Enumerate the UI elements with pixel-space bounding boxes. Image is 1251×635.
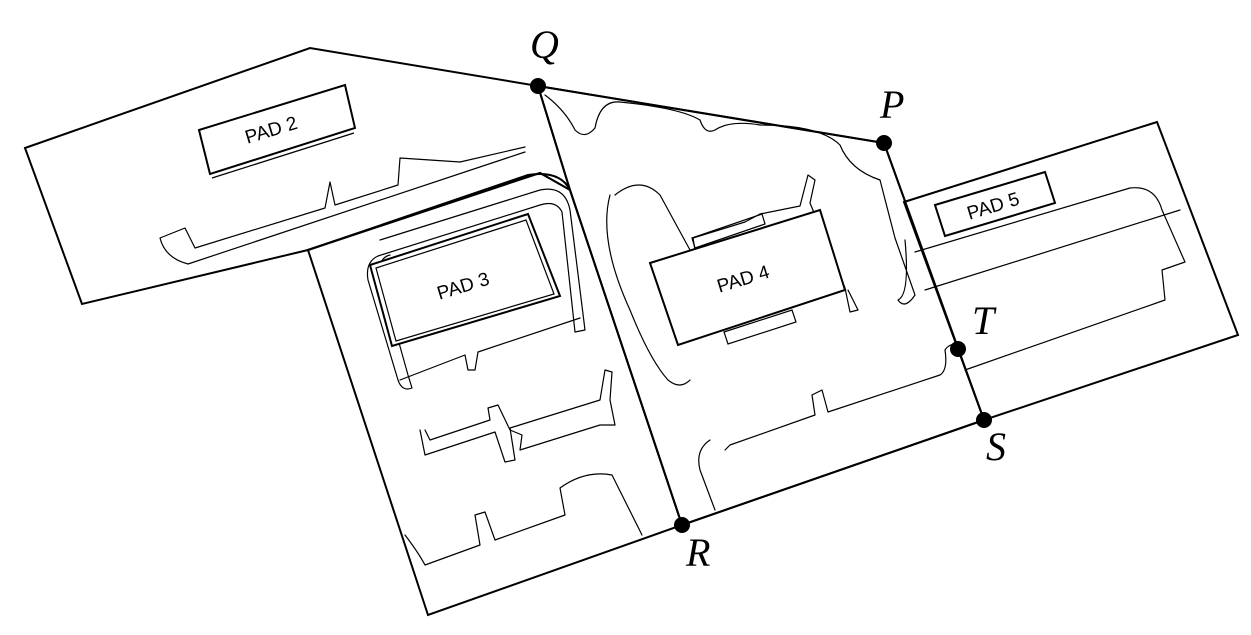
- point-t-label: T: [972, 298, 997, 343]
- point-s-label: S: [986, 424, 1006, 469]
- point-s-marker: [976, 412, 992, 428]
- lot-line-curve-pad3: [307, 173, 571, 251]
- point-p-marker: [876, 135, 892, 151]
- point-p-label: P: [879, 82, 904, 127]
- point-r-label: R: [685, 530, 710, 575]
- point-q-marker: [530, 78, 546, 94]
- lot-line-p-s: [883, 142, 985, 421]
- drive-line-pad-4-west: [606, 194, 691, 386]
- lot-line-q-p: [537, 85, 885, 144]
- point-q-label: Q: [530, 22, 559, 67]
- pad-2: PAD 2: [197, 83, 357, 179]
- pad-4: PAD 4: [648, 208, 847, 347]
- drive-line-pad-3-north: [399, 317, 581, 381]
- pad-3: PAD 3: [368, 212, 562, 348]
- drive-line-pad-2: [159, 146, 526, 265]
- lot-line-r-s: [681, 419, 985, 526]
- drive-line-pad-4-east: [879, 179, 916, 305]
- point-t-marker: [950, 341, 966, 357]
- drive-line-pad-3-middle: [419, 369, 616, 463]
- drive-line-pad-4-north: [544, 94, 881, 181]
- point-r-marker: [674, 517, 690, 533]
- drive-line-pad-3-south: [404, 473, 643, 566]
- drive-line-pad-5: [914, 187, 1186, 371]
